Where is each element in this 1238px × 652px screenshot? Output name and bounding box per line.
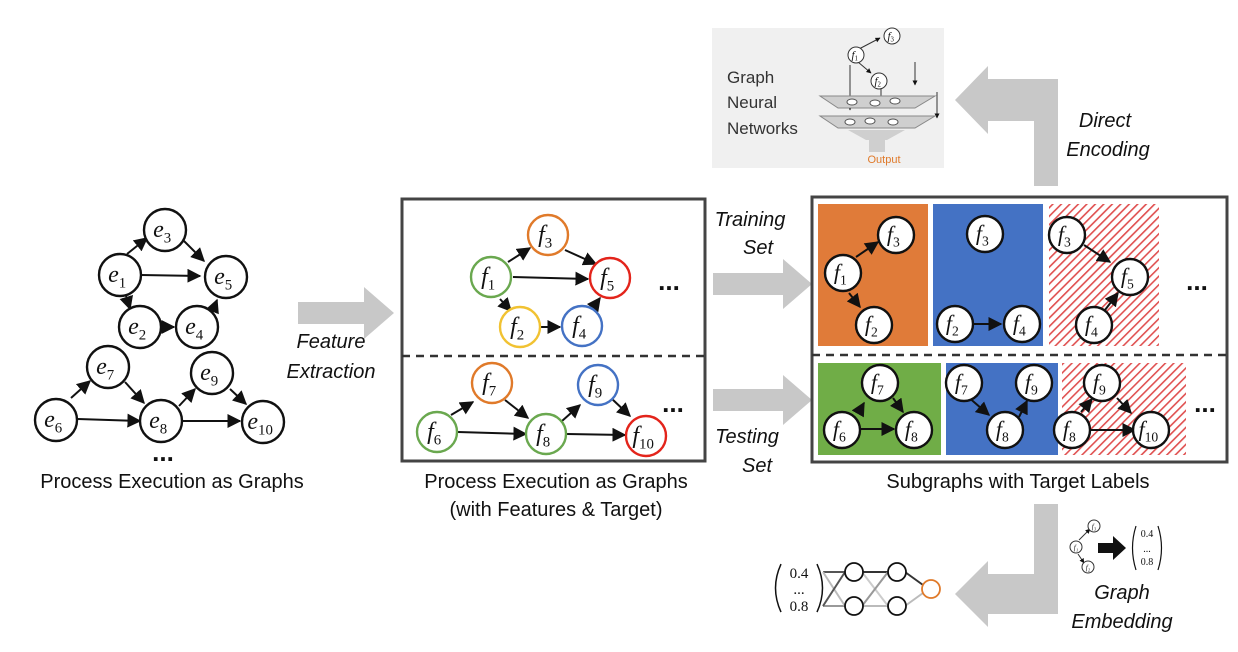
vec-mid: ... [793,582,804,598]
node-f10: f10 [624,414,668,458]
vec-bottom: 0.8 [790,599,809,615]
gnn-output-label: Output [867,154,900,166]
node-e3: e3 [142,207,188,253]
node-e5: e5 [203,254,249,300]
direct-label: Direct [1079,110,1133,132]
node-f1: f1 [469,255,513,299]
node-f8: f8 [894,410,934,450]
gnn-line3: Networks [727,119,798,138]
node-f2: f2 [498,305,542,349]
node-f3: f3 [526,213,570,257]
gnn-inset: Graph Neural Networks Output f3 f1 f2 [712,27,944,168]
node-f10: f10 [1131,410,1171,450]
node-f6: f6 [415,410,459,454]
node-f7: f7 [860,363,900,403]
node-f2: f2 [870,72,888,90]
gnn-line1: Graph [727,68,774,87]
node-f5: f5 [588,256,632,300]
node-f2: f2 [935,304,975,344]
svg-text:f₃: f₃ [1092,523,1097,531]
svg-text:f2: f2 [874,75,881,88]
ellipsis: ... [1194,388,1216,418]
node-e8: e8 [138,398,184,444]
icon-vec-bottom: 0.8 [1141,557,1154,568]
caption-subgraphs: Subgraphs with Target Labels [886,471,1149,493]
node-e6: e6 [33,397,79,443]
node-f7: f7 [470,361,514,405]
ellipsis: ... [662,388,684,418]
icon-vec-top: 0.4 [1141,529,1154,540]
node-f9: f9 [1082,363,1122,403]
node-e7: e7 [85,344,131,390]
node-f1: f1 [847,46,865,64]
node-e4: e4 [174,304,220,350]
ellipsis: ... [1186,266,1208,296]
node-f9: f9 [576,363,620,407]
vec-top: 0.4 [790,566,809,582]
svg-text:f₁: f₁ [1074,544,1078,552]
training-label: Training [715,209,786,231]
direct-encoding-arrow: Direct Encoding [955,66,1150,186]
caption-process-execution-features: Process Execution as Graphs [424,471,687,493]
testing-set-label: Set [742,455,773,477]
node-f4: f4 [1074,305,1114,345]
node-f8: f8 [1052,410,1092,450]
embedding-icon: f₃ f₁ f₂ 0.4 ... 0.8 [1069,519,1163,574]
node-f7: f7 [944,363,984,403]
testing-set-arrow: Testing Set [713,375,812,477]
node-f3: f3 [876,215,916,255]
node-f3: f3 [1047,215,1087,255]
node-f2: f2 [854,305,894,345]
training-set-label: Set [743,237,774,259]
training-set-arrow: Training Set [713,209,812,309]
node-e10: e10 [240,399,286,445]
node-f4: f4 [1002,304,1042,344]
feature-label: Feature [297,331,366,353]
node-f9: f9 [1014,363,1054,403]
node-f4: f4 [560,304,604,348]
graph-label: Graph [1094,582,1150,604]
caption-process-execution: Process Execution as Graphs [40,471,303,493]
encoding-label: Encoding [1066,139,1149,161]
node-f1: f1 [823,253,863,293]
testing-label: Testing [715,426,779,448]
node-f3: f3 [883,27,901,45]
feature-extraction-arrow: Feature Extraction [287,287,394,383]
icon-vec-mid: ... [1143,544,1151,555]
node-f3: f3 [965,214,1005,254]
gnn-nodes: f3 f1 f2 [847,27,901,90]
mlp-classifier: 0.4 ... 0.8 [774,562,941,616]
extraction-label: Extraction [287,361,376,383]
svg-text:f₂: f₂ [1086,564,1091,572]
node-e2: e2 [117,304,163,350]
ellipsis: ... [152,437,174,467]
embedding-label: Embedding [1071,611,1172,633]
node-f8: f8 [985,410,1025,450]
node-e9: e9 [189,350,235,396]
black-arrow-icon [1098,536,1126,560]
node-f5: f5 [1110,257,1150,297]
node-e1: e1 [97,252,143,298]
ellipsis: ... [658,266,680,296]
svg-text:f3: f3 [887,30,894,43]
graph-embedding-arrow: Graph Embedding [955,504,1173,633]
output-node [921,579,941,599]
node-f6: f6 [822,410,862,450]
node-f8: f8 [524,412,568,456]
svg-text:f1: f1 [851,49,857,62]
gnn-line2: Neural [727,93,777,112]
caption-features-target: (with Features & Target) [449,499,662,521]
